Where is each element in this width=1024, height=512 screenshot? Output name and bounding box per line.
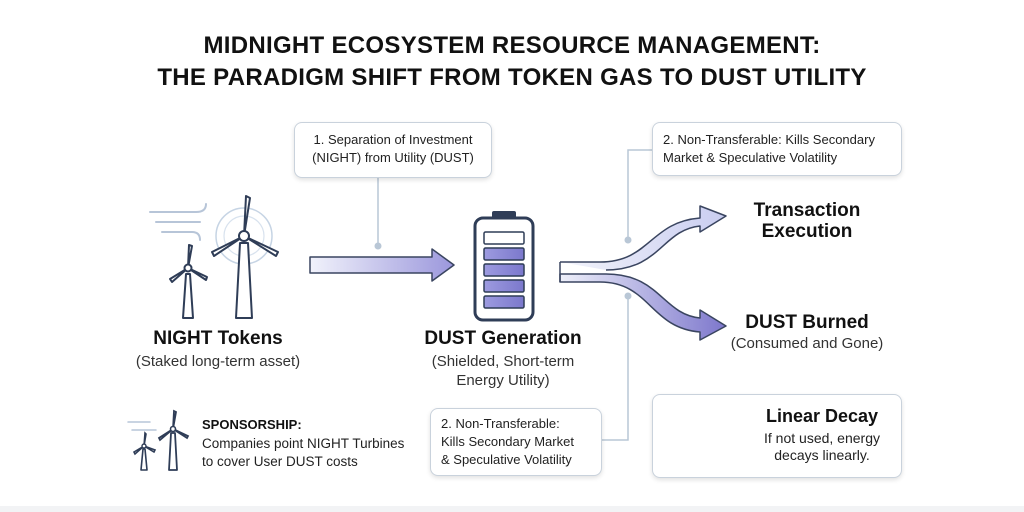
dust-generation-title: DUST Generation (424, 328, 582, 349)
transaction-execution-line-2: Execution (761, 221, 853, 242)
separation-callout-line-1: 1. Separation of Investment (313, 132, 473, 147)
sponsorship-line-2: to cover User DUST costs (202, 454, 358, 469)
connector-dot-2 (624, 236, 632, 244)
non-transferable-bottom-line-2: Kills Secondary Market (441, 434, 574, 449)
wind-lines-icon (149, 203, 207, 241)
non-transferable-bottom-line-3: & Speculative Volatility (441, 452, 572, 467)
non-transferable-callout-bottom: 2. Non-Transferable: Kills Secondary Mar… (430, 408, 602, 476)
dust-generation-subtitle-line-2: Energy Utility) (456, 372, 550, 389)
small-wind-turbine-icon (169, 244, 208, 319)
linear-decay-line-2: decays linearly. (774, 447, 870, 463)
non-transferable-top-line-1: 2. Non-Transferable: Kills Secondary (663, 132, 875, 147)
non-transferable-top-line-2: Market & Speculative Volatility (663, 150, 838, 165)
fork-arrow (559, 205, 727, 341)
sponsorship-wind-lines-icon (127, 421, 157, 431)
sponsorship-turbines-icon (132, 409, 190, 471)
top-right-connector (627, 149, 660, 238)
linear-decay-box (652, 394, 902, 478)
dust-burned-title: DUST Burned (745, 312, 869, 333)
battery-icon (473, 211, 535, 322)
non-transferable-callout-top: 2. Non-Transferable: Kills Secondary Mar… (652, 122, 902, 176)
fork-upper-branch (560, 205, 727, 271)
bottom-strip (0, 506, 1024, 512)
separation-callout: 1. Separation of Investment (NIGHT) from… (294, 122, 492, 178)
night-tokens-title: NIGHT Tokens (153, 328, 283, 349)
sponsorship-line-1: Companies point NIGHT Turbines (202, 436, 405, 451)
non-transferable-bottom-line-1: 2. Non-Transferable: (441, 416, 560, 431)
separation-callout-line-2: (NIGHT) from Utility (DUST) (312, 150, 474, 165)
transaction-execution-line-1: Transaction (753, 200, 861, 221)
connector-lines (377, 149, 660, 441)
large-wind-turbine-icon (211, 195, 279, 319)
dust-generation-subtitle-line-1: (Shielded, Short-term (431, 353, 575, 370)
connector-dot-1 (374, 242, 382, 250)
diagram-title-line-2: THE PARADIGM SHIFT FROM TOKEN GAS TO DUS… (157, 64, 867, 91)
night-tokens-subtitle: (Staked long-term asset) (135, 353, 301, 370)
diagram-title-line-1: MIDNIGHT ECOSYSTEM RESOURCE MANAGEMENT: (203, 32, 821, 59)
sponsorship-heading: SPONSORSHIP: (202, 417, 302, 432)
bottom-connector (602, 298, 629, 441)
fork-lower-branch (559, 273, 727, 341)
linear-decay-line-1: If not used, energy (764, 430, 880, 446)
linear-decay-title: Linear Decay (765, 406, 879, 426)
night-to-dust-arrow (309, 248, 455, 282)
connector-dot-3 (624, 292, 632, 300)
dust-burned-subtitle: (Consumed and Gone) (730, 335, 884, 352)
